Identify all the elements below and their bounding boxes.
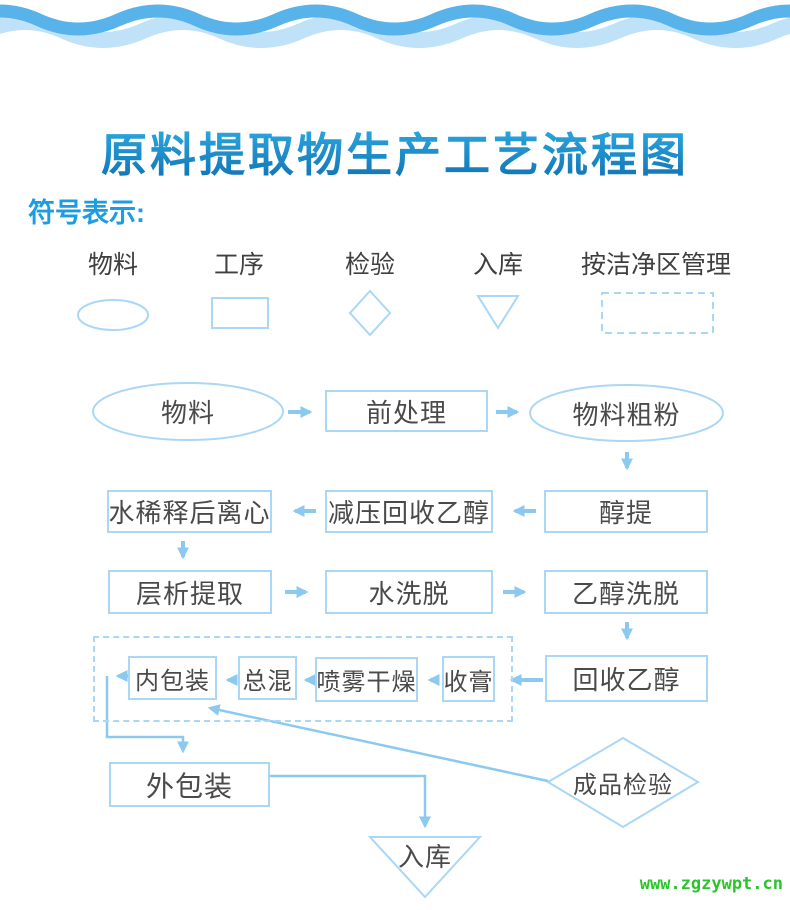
- warehousing-triangle: [367, 836, 483, 899]
- legend-label-material: 物料: [87, 251, 138, 279]
- node-collect-paste: 收膏: [442, 656, 495, 702]
- node-ethanol-elution: 乙醇洗脱: [544, 570, 708, 614]
- legend-ellipse-icon: [77, 299, 149, 331]
- node-water-dilution-centrifuge: 水稀释后离心: [107, 490, 272, 533]
- legend-diamond-icon: [348, 289, 392, 337]
- node-spray-drying: 喷雾干燥: [315, 657, 418, 702]
- legend-heading: 符号表示:: [28, 198, 145, 228]
- node-warehousing: 入库: [397, 841, 452, 872]
- legend-label-inspection: 检验: [344, 251, 395, 279]
- legend-label-process: 工序: [213, 251, 264, 279]
- legend-label-cleanzone: 按洁净区管理: [580, 251, 731, 279]
- node-finished-inspection: 成品检验: [573, 771, 673, 799]
- node-recover-ethanol: 回收乙醇: [545, 655, 708, 702]
- finished-inspection-diamond: [546, 736, 700, 829]
- node-pretreatment: 前处理: [325, 390, 488, 432]
- node-alcohol-extraction: 醇提: [544, 490, 708, 533]
- node-coarse-powder: 物料粗粉: [572, 399, 681, 430]
- legend-rect-icon: [211, 297, 269, 329]
- connector-outer-to-warehousing: [270, 774, 431, 829]
- node-water-elution: 水洗脱: [325, 570, 493, 614]
- wave-decoration: [0, 4, 790, 48]
- connector-inner-to-outer-packaging: [105, 676, 189, 754]
- node-vacuum-recovery: 减压回收乙醇: [325, 490, 493, 533]
- legend-dashed-rect-icon: [601, 292, 714, 334]
- node-chromatography: 层析提取: [108, 570, 272, 614]
- watermark: www.zgzywpt.cn: [639, 874, 783, 894]
- wave-medium: [0, 4, 790, 36]
- node-material: 物料: [160, 398, 215, 428]
- node-inner-packaging: 内包装: [128, 656, 217, 700]
- material-ellipse: [92, 382, 284, 441]
- legend-triangle-down-icon: [476, 295, 520, 330]
- legend-label-warehouse: 入库: [472, 251, 523, 279]
- page-title: 原料提取物生产工艺流程图: [0, 119, 790, 185]
- node-outer-packaging: 外包装: [109, 762, 270, 807]
- node-total-mixing: 总混: [238, 656, 297, 700]
- coarse-powder-ellipse: [529, 384, 724, 442]
